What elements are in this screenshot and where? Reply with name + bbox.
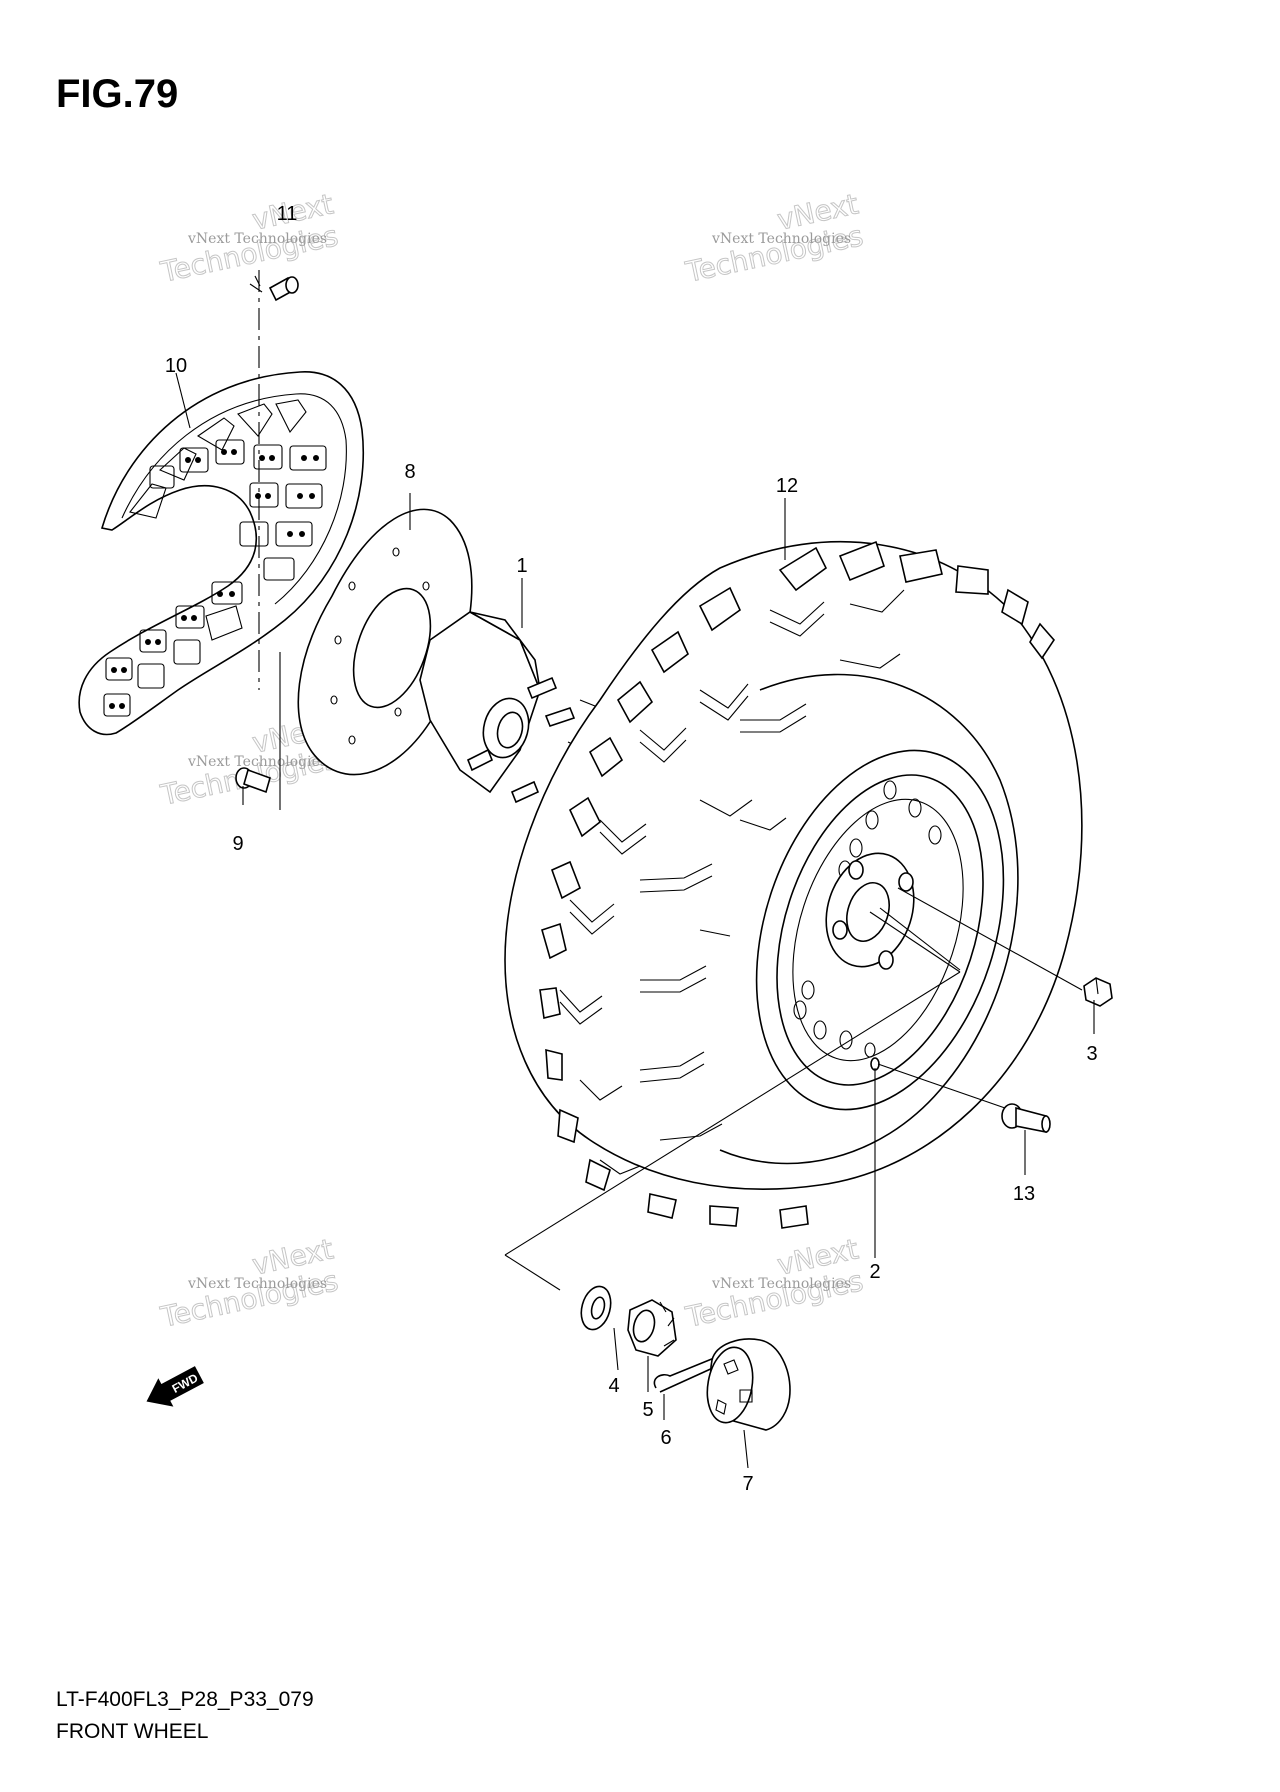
hub-cap-part-7 <box>706 1338 791 1431</box>
callout-11: 11 <box>277 203 298 225</box>
axle-line <box>879 907 961 971</box>
callout-labels: 1 2 3 4 5 6 7 8 9 10 11 12 13 <box>165 203 1098 1495</box>
watermark-text: vNext Technologies <box>187 231 327 247</box>
valve-leader-line <box>877 1063 1006 1109</box>
callout-8: 8 <box>404 461 415 483</box>
disc-guard-part-10 <box>78 371 365 736</box>
svg-text:Technologies: Technologies <box>682 219 866 289</box>
callout-4: 4 <box>608 1375 619 1397</box>
bolt-part-9 <box>235 767 271 794</box>
callout-2: 2 <box>869 1261 880 1283</box>
callout-7: 7 <box>742 1473 753 1495</box>
watermark-text: vNext Technologies <box>187 754 327 770</box>
svg-text:Technologies: Technologies <box>157 1264 341 1334</box>
forward-direction-arrow-icon: FWD <box>146 1366 204 1407</box>
nut-leader-line <box>897 887 1083 991</box>
washer-part-4 <box>580 1285 612 1331</box>
svg-text:Technologies: Technologies <box>157 219 341 289</box>
axle-line <box>869 911 961 973</box>
axle-line <box>504 971 961 1256</box>
callout-9: 9 <box>232 833 243 855</box>
leader-lines <box>175 372 1095 1469</box>
tire-valve-part-13 <box>1001 1103 1051 1133</box>
wheel-nut-part-3 <box>1083 977 1113 1007</box>
callout-3: 3 <box>1086 1043 1097 1065</box>
callout-5: 5 <box>642 1399 653 1421</box>
figure-name: FRONT WHEEL <box>56 1720 209 1743</box>
figure-footer: LT-F400FL3_P28_P33_079 FRONT WHEEL <box>56 1684 314 1748</box>
watermark-text: vNext Technologies <box>187 1276 327 1292</box>
callout-12: 12 <box>776 475 798 497</box>
callout-6: 6 <box>660 1427 671 1449</box>
callout-10: 10 <box>165 355 187 377</box>
bolt-part-11 <box>249 275 299 302</box>
figure-title: FIG.79 <box>56 72 179 116</box>
svg-text:Technologies: Technologies <box>682 1264 866 1334</box>
castle-nut-part-5 <box>627 1299 677 1357</box>
watermark-text: vNext Technologies <box>711 1276 851 1292</box>
callout-1: 1 <box>516 555 527 577</box>
tire-and-rim <box>504 540 1083 1229</box>
callout-13: 13 <box>1013 1183 1035 1205</box>
wheel-hub-part-1 <box>419 611 611 804</box>
watermark-text: vNext Technologies <box>711 231 851 247</box>
axle-line <box>504 1254 561 1291</box>
figure-code: LT-F400FL3_P28_P33_079 <box>56 1688 314 1711</box>
